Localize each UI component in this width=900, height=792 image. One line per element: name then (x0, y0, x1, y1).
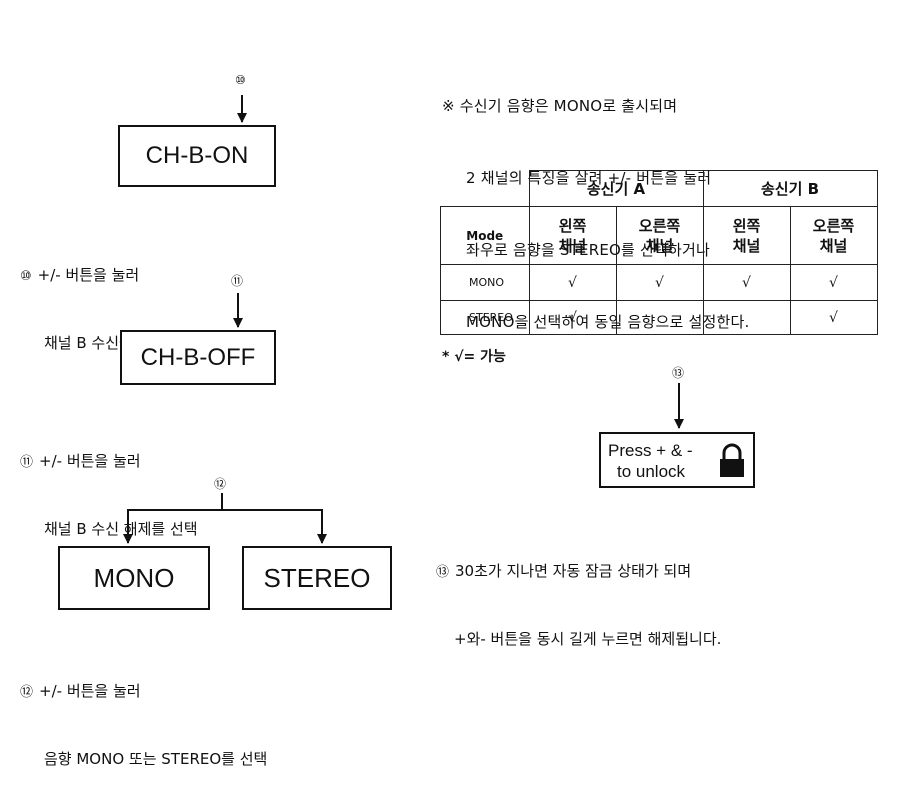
table-row: STEREO √ √ (440, 300, 878, 335)
step11-desc-line1: +/- 버튼을 눌러 (39, 452, 141, 470)
table-footnote: * √= 가능 (442, 349, 506, 365)
step12-desc-marker: ⑫ (20, 685, 34, 700)
note-line1: 수신기 음향은 MONO로 출시되며 (459, 97, 678, 115)
cell-stereo-b-right: √ (789, 300, 878, 335)
step13-description: ⑬ 30초가 지나면 자동 잠금 상태가 되며 +와- 버튼을 동시 길게 누르면… (436, 516, 721, 672)
header-b-left: 왼쪽 채널 (702, 206, 791, 265)
mode-table: 송신기 A 송신기 B Mode 왼쪽 채널 오른쪽 채널 왼쪽 채널 오른쪽 … (440, 170, 878, 335)
step10-display-text: CH-B-ON (145, 142, 249, 169)
step13-desc-line1: 30초가 지나면 자동 잠금 상태가 되며 (455, 562, 692, 580)
header-mode: Mode (440, 206, 530, 265)
step12-display-mono: MONO (58, 546, 210, 610)
connector-arrows (123, 95, 684, 544)
step13-desc-marker: ⑬ (436, 565, 450, 580)
header-b-right: 오른쪽 채널 (789, 206, 878, 265)
cell-mono-a-left: √ (528, 264, 617, 301)
header-a-right: 오른쪽 채널 (615, 206, 704, 265)
table-corner (441, 171, 530, 207)
header-a-left: 왼쪽 채널 (528, 206, 617, 265)
step11-desc-marker: ⑪ (20, 455, 34, 470)
step12-stereo-text: STEREO (263, 562, 371, 593)
step11-display: CH-B-OFF (120, 330, 276, 385)
step13-marker: ⑬ (672, 366, 685, 380)
step13-desc-line2: +와- 버튼을 동시 길게 누르면 해제됩니다. (454, 630, 722, 648)
lock-text-line2: to unlock (617, 462, 686, 481)
step11-marker: ⑪ (231, 274, 244, 288)
header-group-b: 송신기 B (702, 170, 878, 207)
step12-desc-line1: +/- 버튼을 눌러 (39, 682, 141, 700)
padlock-icon (720, 443, 744, 477)
header-group-a: 송신기 A (528, 170, 704, 207)
step10-display: CH-B-ON (118, 125, 276, 187)
lock-display: Press + & - to unlock (599, 432, 755, 488)
step12-description: ⑫ +/- 버튼을 눌러 음향 MONO 또는 STEREO를 선택 (20, 636, 267, 792)
step12-desc-line2: 음향 MONO 또는 STEREO를 선택 (44, 750, 268, 768)
lock-text-line1: Press + & - (608, 441, 693, 460)
row-label-stereo: STEREO (440, 300, 530, 335)
cell-mono-b-right: √ (789, 264, 878, 301)
note-mark: ※ (442, 97, 455, 115)
row-label-mono: MONO (440, 264, 530, 301)
step10-marker: ⑩ (235, 73, 246, 87)
step10-desc-line1: +/- 버튼을 눌러 (37, 266, 140, 284)
cell-stereo-b-left (702, 300, 791, 335)
step10-desc-marker: ⑩ (20, 269, 32, 284)
table-row: MONO √ √ √ √ (440, 264, 878, 301)
step12-display-stereo: STEREO (242, 546, 392, 610)
step12-marker: ⑫ (214, 477, 227, 491)
step11-display-text: CH-B-OFF (140, 343, 256, 371)
step11-description: ⑪ +/- 버튼을 눌러 채널 B 수신 해제를 선택 (20, 406, 198, 562)
step12-mono-text: MONO (93, 562, 175, 593)
cell-stereo-a-right (615, 300, 704, 335)
cell-stereo-a-left: √ (528, 300, 617, 335)
step11-desc-line2: 채널 B 수신 해제를 선택 (44, 520, 198, 538)
cell-mono-a-right: √ (615, 264, 704, 301)
cell-mono-b-left: √ (702, 264, 791, 301)
